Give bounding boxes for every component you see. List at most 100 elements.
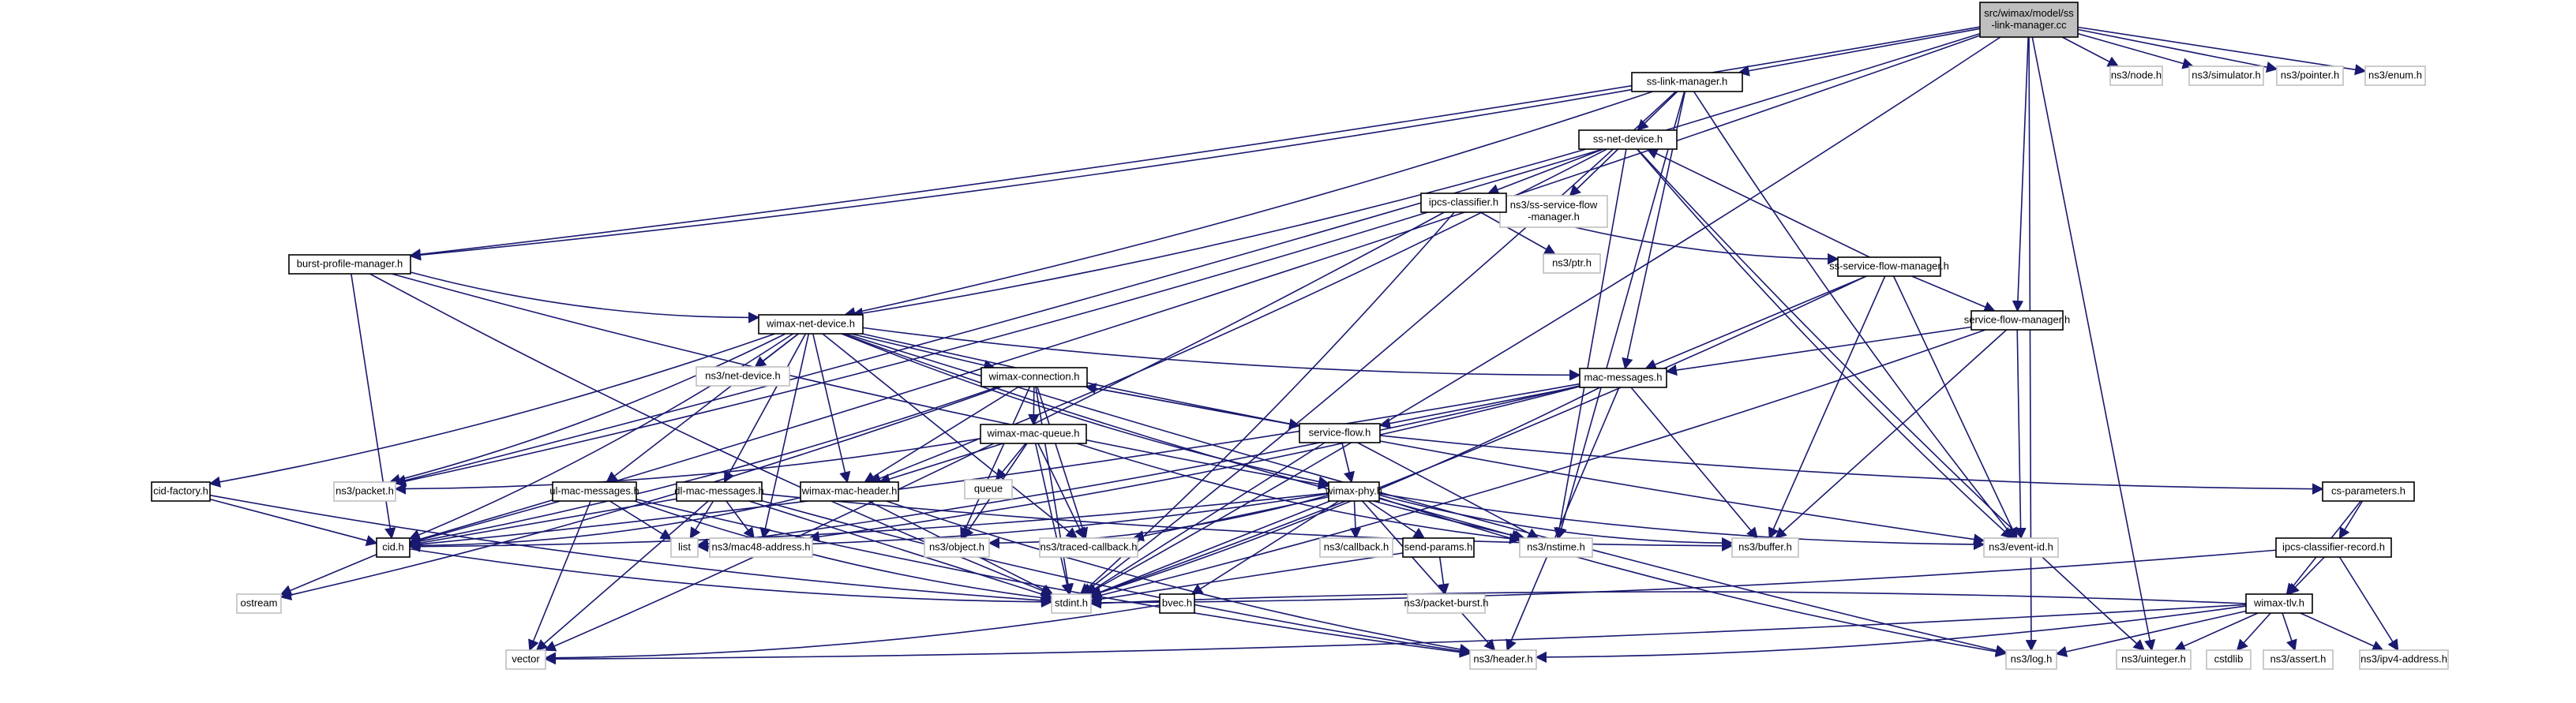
- node-cid[interactable]: cid.h: [376, 537, 411, 558]
- node-pointer[interactable]: ns3/pointer.h: [2276, 65, 2344, 86]
- node-log[interactable]: ns3/log.h: [2005, 649, 2057, 670]
- node-box-ul-mac-messages[interactable]: [552, 481, 637, 502]
- node-send-params[interactable]: send-params.h: [1402, 537, 1475, 558]
- node-cs-parameters[interactable]: cs-parameters.h: [2322, 481, 2415, 502]
- node-box-log[interactable]: [2005, 649, 2057, 670]
- node-cstdlib[interactable]: cstdlib: [2206, 649, 2252, 670]
- node-node[interactable]: ns3/node.h: [2109, 65, 2163, 86]
- node-queue[interactable]: queue: [964, 479, 1013, 499]
- node-simulator[interactable]: ns3/simulator.h: [2188, 65, 2264, 86]
- node-box-ss-service-flow-manager[interactable]: [1837, 256, 1941, 277]
- node-ostream[interactable]: ostream: [236, 593, 282, 614]
- node-packet-burst[interactable]: ns3/packet-burst.h: [1404, 593, 1489, 614]
- node-box-ns3-ssfm[interactable]: [1499, 195, 1608, 228]
- node-service-flow[interactable]: service-flow.h: [1299, 423, 1381, 443]
- node-box-ostream[interactable]: [236, 593, 282, 614]
- node-box-service-flow-manager[interactable]: [1970, 310, 2064, 331]
- node-traced-callback[interactable]: ns3/traced-callback.h: [1039, 537, 1138, 558]
- node-cid-factory[interactable]: cid-factory.h: [151, 481, 211, 502]
- node-callback[interactable]: ns3/callback.h: [1319, 537, 1393, 558]
- node-ns3-ssfm[interactable]: ns3/ss-service-flow-manager.h: [1499, 195, 1608, 228]
- node-ptr[interactable]: ns3/ptr.h: [1543, 253, 1601, 274]
- node-wimax-tlv[interactable]: wimax-tlv.h: [2245, 593, 2313, 614]
- node-header[interactable]: ns3/header.h: [1469, 649, 1537, 670]
- node-mac48[interactable]: ns3/mac48-address.h: [709, 537, 813, 558]
- node-box-enum[interactable]: [2364, 65, 2426, 86]
- node-box-service-flow[interactable]: [1299, 423, 1381, 443]
- node-box-wimax-tlv[interactable]: [2245, 593, 2313, 614]
- node-box-cid[interactable]: [376, 537, 411, 558]
- node-box-burst-profile-manager[interactable]: [288, 254, 411, 275]
- node-box-wimax-connection[interactable]: [981, 367, 1088, 387]
- node-box-list[interactable]: [670, 537, 699, 558]
- node-box-uinteger[interactable]: [2116, 649, 2192, 670]
- node-ss-net-device[interactable]: ss-net-device.h: [1578, 129, 1678, 150]
- node-net-device[interactable]: ns3/net-device.h: [696, 366, 790, 387]
- node-buffer[interactable]: ns3/buffer.h: [1731, 537, 1799, 558]
- node-vector[interactable]: vector: [505, 649, 546, 670]
- node-burst-profile-manager[interactable]: burst-profile-manager.h: [288, 254, 411, 275]
- node-box-simulator[interactable]: [2188, 65, 2264, 86]
- node-box-ptr[interactable]: [1543, 253, 1601, 274]
- node-wimax-mac-header[interactable]: wimax-mac-header.h: [800, 481, 899, 502]
- node-ipcs-classifier-record[interactable]: ipcs-classifier-record.h: [2275, 537, 2392, 558]
- node-service-flow-manager[interactable]: service-flow-manager.h: [1964, 310, 2070, 331]
- node-wimax-phy[interactable]: wimax-phy.h: [1325, 481, 1382, 502]
- node-event-id[interactable]: ns3/event-id.h: [1983, 537, 2059, 558]
- node-box-wimax-net-device[interactable]: [758, 314, 864, 335]
- node-ipv4-address[interactable]: ns3/ipv4-address.h: [2359, 649, 2449, 670]
- node-wimax-net-device[interactable]: wimax-net-device.h: [758, 314, 864, 335]
- node-box-root[interactable]: [1979, 2, 2079, 38]
- node-wimax-connection[interactable]: wimax-connection.h: [981, 367, 1088, 387]
- node-box-packet[interactable]: [333, 481, 396, 502]
- node-box-send-params[interactable]: [1402, 537, 1475, 558]
- node-box-callback[interactable]: [1319, 537, 1393, 558]
- node-box-pointer[interactable]: [2276, 65, 2344, 86]
- node-ipcs-classifier[interactable]: ipcs-classifier.h: [1420, 193, 1507, 213]
- node-box-cs-parameters[interactable]: [2322, 481, 2415, 502]
- node-bvec[interactable]: bvec.h: [1159, 593, 1195, 614]
- node-box-cid-factory[interactable]: [151, 481, 211, 502]
- node-box-dl-mac-messages[interactable]: [676, 481, 763, 502]
- node-box-ss-net-device[interactable]: [1578, 129, 1678, 150]
- node-enum[interactable]: ns3/enum.h: [2364, 65, 2426, 86]
- node-box-ss-link-manager[interactable]: [1631, 72, 1743, 92]
- node-box-event-id[interactable]: [1983, 537, 2059, 558]
- node-box-bvec[interactable]: [1159, 593, 1195, 614]
- node-box-queue[interactable]: [964, 479, 1013, 499]
- node-uinteger[interactable]: ns3/uinteger.h: [2116, 649, 2192, 670]
- node-box-node[interactable]: [2109, 65, 2163, 86]
- node-box-mac48[interactable]: [709, 537, 813, 558]
- node-root[interactable]: src/wimax/model/ss-link-manager.cc: [1979, 2, 2079, 38]
- node-box-nstime[interactable]: [1519, 537, 1593, 558]
- node-ul-mac-messages[interactable]: ul-mac-messages.h: [549, 481, 639, 502]
- node-box-cstdlib[interactable]: [2206, 649, 2252, 670]
- node-ss-link-manager[interactable]: ss-link-manager.h: [1631, 72, 1743, 92]
- node-box-packet-burst[interactable]: [1407, 593, 1486, 614]
- node-box-stdint[interactable]: [1051, 593, 1092, 614]
- node-object[interactable]: ns3/object.h: [924, 537, 990, 558]
- node-box-buffer[interactable]: [1731, 537, 1799, 558]
- node-list[interactable]: list: [670, 537, 699, 558]
- node-box-ipcs-classifier[interactable]: [1420, 193, 1507, 213]
- node-stdint[interactable]: stdint.h: [1051, 593, 1092, 614]
- node-box-traced-callback[interactable]: [1039, 537, 1138, 558]
- node-wimax-mac-queue[interactable]: wimax-mac-queue.h: [980, 424, 1087, 444]
- node-packet[interactable]: ns3/packet.h: [333, 481, 396, 502]
- node-box-vector[interactable]: [505, 649, 546, 670]
- node-box-wimax-phy[interactable]: [1328, 481, 1380, 502]
- node-box-ipv4-address[interactable]: [2359, 649, 2449, 670]
- node-box-net-device[interactable]: [696, 366, 790, 387]
- node-ss-service-flow-manager[interactable]: ss-service-flow-manager.h: [1829, 256, 1949, 277]
- node-mac-messages[interactable]: mac-messages.h: [1579, 368, 1667, 388]
- node-dl-mac-messages[interactable]: dl-mac-messages.h: [674, 481, 764, 502]
- node-assert[interactable]: ns3/assert.h: [2263, 649, 2334, 670]
- node-nstime[interactable]: ns3/nstime.h: [1519, 537, 1593, 558]
- node-box-wimax-mac-header[interactable]: [800, 481, 899, 502]
- node-box-assert[interactable]: [2263, 649, 2334, 670]
- node-box-object[interactable]: [924, 537, 990, 558]
- node-box-ipcs-classifier-record[interactable]: [2275, 537, 2392, 558]
- node-box-header[interactable]: [1469, 649, 1537, 670]
- node-box-mac-messages[interactable]: [1579, 368, 1667, 388]
- node-box-wimax-mac-queue[interactable]: [980, 424, 1087, 444]
